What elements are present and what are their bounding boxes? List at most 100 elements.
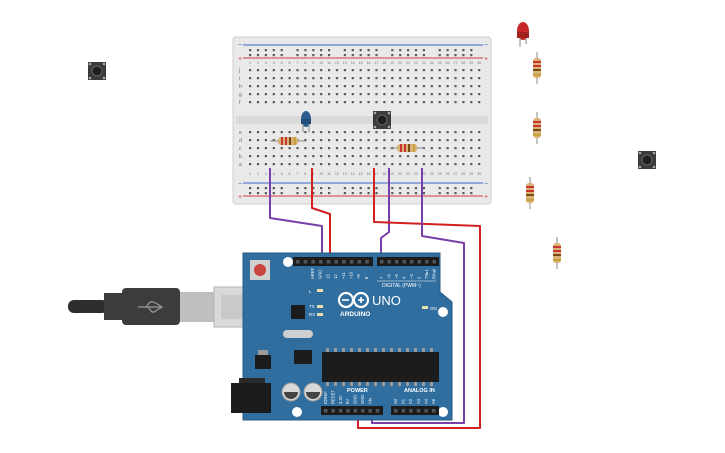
breadboard-hole[interactable] — [343, 77, 346, 80]
breadboard-hole[interactable] — [272, 155, 275, 158]
rail-hole[interactable] — [312, 187, 315, 190]
breadboard-hole[interactable] — [296, 101, 299, 104]
breadboard-hole[interactable] — [422, 101, 425, 104]
breadboard-hole[interactable] — [351, 85, 354, 88]
breadboard-hole[interactable] — [249, 147, 252, 150]
header-pin[interactable] — [324, 409, 328, 413]
breadboard-hole[interactable] — [462, 77, 465, 80]
loose-resistor-2[interactable] — [533, 112, 541, 144]
breadboard-hole[interactable] — [335, 69, 339, 72]
rail-hole[interactable] — [359, 49, 362, 52]
breadboard-hole[interactable] — [438, 155, 441, 158]
rail-hole[interactable] — [391, 54, 394, 57]
breadboard-hole[interactable] — [454, 147, 457, 150]
rail-hole[interactable] — [446, 187, 449, 190]
wire-purple-led[interactable] — [269, 168, 323, 258]
loose-resistors[interactable] — [526, 52, 561, 269]
rail-hole[interactable] — [256, 187, 260, 190]
blue-led[interactable] — [301, 111, 311, 132]
breadboard-hole[interactable] — [296, 77, 299, 80]
breadboard-hole[interactable] — [335, 77, 339, 80]
breadboard-hole[interactable] — [256, 85, 260, 88]
rail-hole[interactable] — [438, 187, 441, 190]
header-pin[interactable] — [326, 260, 331, 264]
rail-hole[interactable] — [414, 54, 418, 57]
rail-hole[interactable] — [280, 192, 283, 195]
rail-hole[interactable] — [414, 187, 418, 190]
power-header[interactable] — [321, 406, 383, 415]
breadboard-hole[interactable] — [414, 155, 418, 158]
rail-hole[interactable] — [454, 192, 457, 195]
header-pin[interactable] — [303, 260, 308, 264]
breadboard-hole[interactable] — [328, 69, 331, 72]
breadboard-hole[interactable] — [272, 77, 275, 80]
header-pin[interactable] — [311, 260, 315, 264]
breadboard-hole[interactable] — [470, 155, 473, 158]
breadboard-hole[interactable] — [407, 131, 410, 134]
breadboard-hole[interactable] — [312, 131, 315, 134]
breadboard-hole[interactable] — [446, 155, 449, 158]
rail-hole[interactable] — [280, 187, 283, 190]
breadboard-hole[interactable] — [438, 147, 441, 150]
header-pin[interactable] — [365, 260, 369, 264]
breadboard-hole[interactable] — [320, 101, 323, 104]
breadboard-hole[interactable] — [264, 77, 267, 80]
breadboard-hole[interactable] — [430, 93, 433, 96]
header-pin[interactable] — [394, 409, 398, 413]
breadboard-hole[interactable] — [304, 101, 307, 104]
breadboard-hole[interactable] — [462, 101, 465, 104]
breadboard-hole[interactable] — [438, 93, 441, 96]
breadboard-hole[interactable] — [399, 77, 402, 80]
breadboard-hole[interactable] — [328, 155, 331, 158]
breadboard-hole[interactable] — [320, 147, 323, 150]
rail-hole[interactable] — [414, 192, 418, 195]
rail-hole[interactable] — [367, 54, 370, 57]
breadboard-hole[interactable] — [391, 93, 394, 96]
breadboard-hole[interactable] — [351, 93, 354, 96]
rail-hole[interactable] — [272, 49, 275, 52]
breadboard-hole[interactable] — [256, 147, 260, 150]
breadboard-hole[interactable] — [383, 77, 386, 80]
breadboard-hole[interactable] — [359, 155, 362, 158]
breadboard-hole[interactable] — [383, 163, 386, 166]
rail-hole[interactable] — [264, 187, 267, 190]
breadboard-hole[interactable] — [446, 163, 449, 166]
breadboard-hole[interactable] — [462, 131, 465, 134]
breadboard-hole[interactable] — [462, 155, 465, 158]
digital-header-left[interactable] — [293, 257, 373, 266]
breadboard-hole[interactable] — [272, 85, 275, 88]
rail-hole[interactable] — [256, 192, 260, 195]
breadboard-hole[interactable] — [422, 69, 425, 72]
breadboard-hole[interactable] — [367, 139, 370, 142]
breadboard-hole[interactable] — [462, 85, 465, 88]
usb-cable[interactable] — [68, 286, 261, 328]
breadboard-hole[interactable] — [470, 85, 473, 88]
rail-hole[interactable] — [462, 187, 465, 190]
breadboard-hole[interactable] — [280, 69, 283, 72]
breadboard-hole[interactable] — [414, 93, 418, 96]
rail-hole[interactable] — [256, 49, 260, 52]
breadboard-hole[interactable] — [430, 147, 433, 150]
breadboard-hole[interactable] — [470, 163, 473, 166]
breadboard-hole[interactable] — [391, 131, 394, 134]
breadboard-hole[interactable] — [312, 163, 315, 166]
rail-hole[interactable] — [256, 54, 260, 57]
rail-hole[interactable] — [367, 187, 370, 190]
breadboard-hole[interactable] — [264, 101, 267, 104]
breadboard-hole[interactable] — [312, 155, 315, 158]
breadboard-hole[interactable] — [367, 85, 370, 88]
breadboard-hole[interactable] — [328, 147, 331, 150]
header-pin[interactable] — [410, 260, 414, 264]
rail-hole[interactable] — [264, 49, 267, 52]
breadboard-hole[interactable] — [256, 163, 260, 166]
loose-red-led[interactable] — [517, 22, 529, 47]
rail-hole[interactable] — [304, 192, 307, 195]
rail-hole[interactable] — [422, 192, 425, 195]
breadboard-hole[interactable] — [391, 69, 394, 72]
breadboard-hole[interactable] — [446, 131, 449, 134]
wire-purple-button-left[interactable] — [380, 168, 390, 258]
breadboard-hole[interactable] — [343, 131, 346, 134]
rail-hole[interactable] — [264, 192, 267, 195]
breadboard-hole[interactable] — [256, 139, 260, 142]
